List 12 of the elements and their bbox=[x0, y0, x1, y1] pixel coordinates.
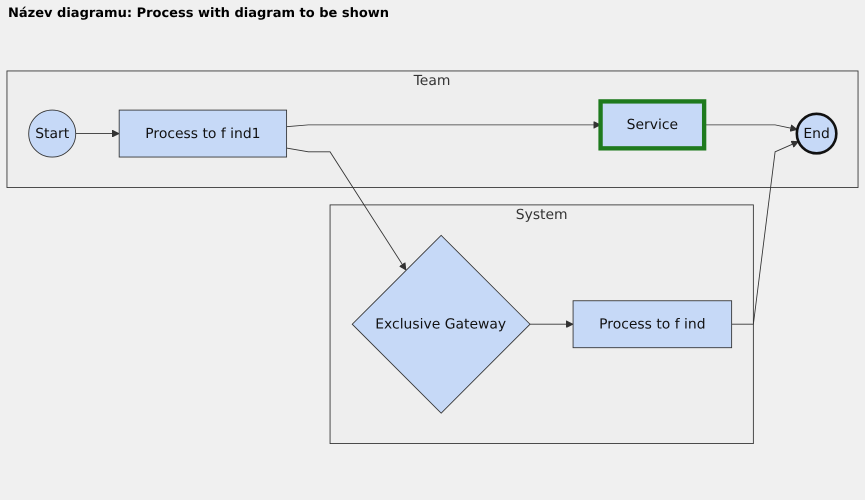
arrow bbox=[731, 140, 799, 324]
arrow bbox=[286, 120, 601, 128]
node-circle: Start bbox=[28, 109, 76, 158]
arrow bbox=[286, 147, 406, 270]
diagram-title: Název diagramu: Process with diagram to be shown bbox=[7, 5, 390, 23]
node-box: Service bbox=[598, 98, 706, 150]
node-circle: End bbox=[796, 112, 838, 154]
node-diamond: Exclusive Gateway bbox=[352, 234, 531, 414]
arrow bbox=[75, 129, 120, 138]
node-box: Process to f ind bbox=[572, 300, 732, 348]
node-box: Process to f ind1 bbox=[118, 109, 288, 158]
arrow bbox=[529, 320, 574, 328]
